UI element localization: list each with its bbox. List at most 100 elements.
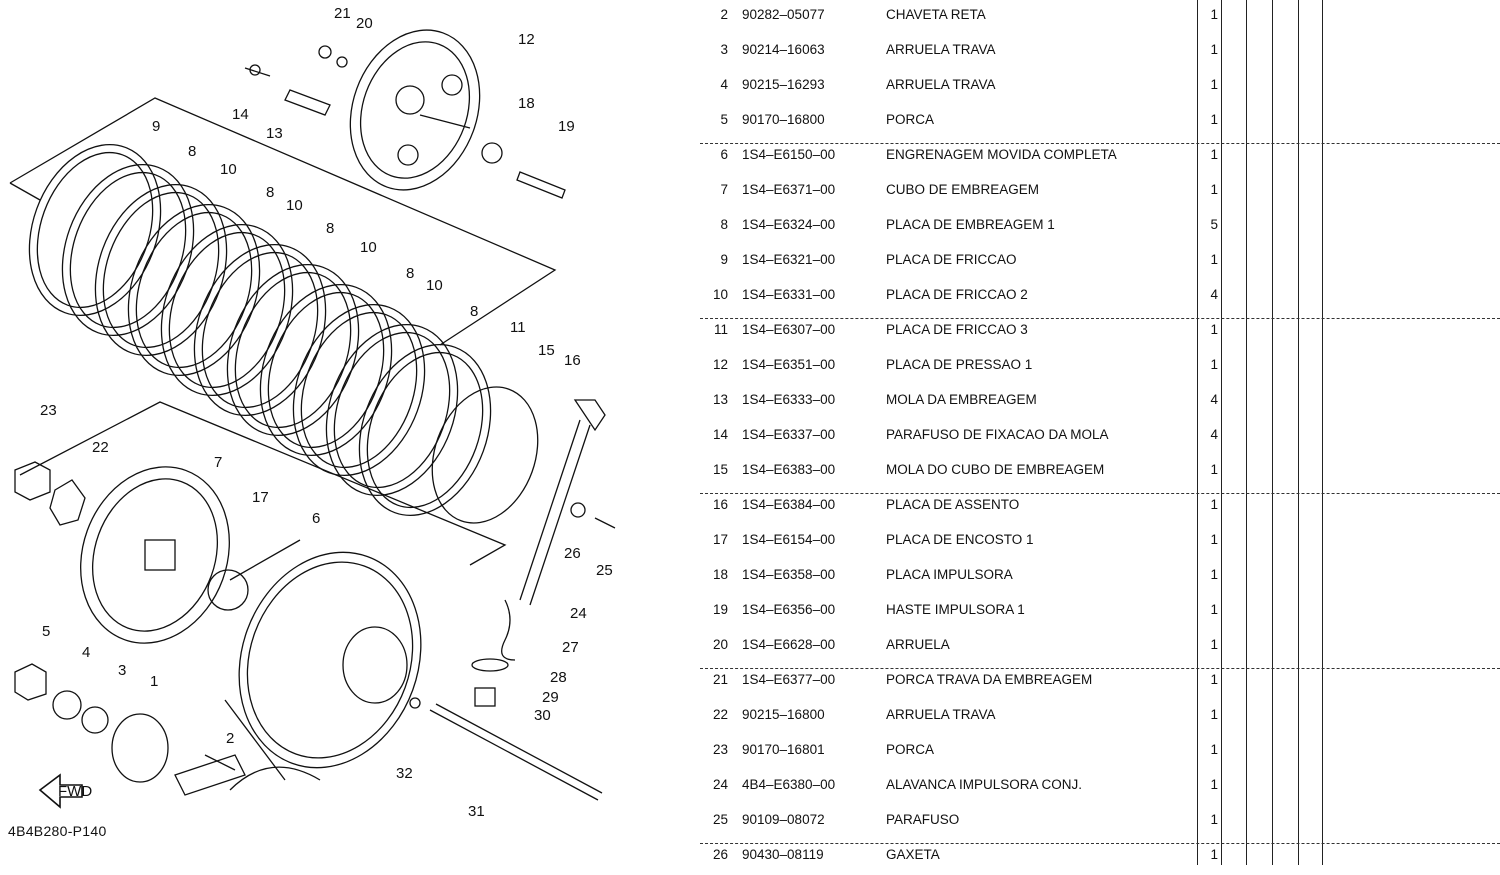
item-number: 2 [720, 7, 728, 22]
item-number: 17 [712, 532, 728, 547]
item-number: 4 [720, 77, 728, 92]
clutch-exploded-view: 2120121413181998108108108108111516232271… [9, 5, 616, 820]
part-quantity: 1 [1210, 742, 1218, 757]
part-quantity: 1 [1210, 777, 1218, 792]
callout-number: 29 [542, 689, 559, 706]
part-description: GAXETA [886, 847, 940, 862]
column-divider [1197, 0, 1198, 865]
part-description: PLACA IMPULSORA [886, 567, 1013, 582]
column-divider [1322, 0, 1323, 865]
part-quantity: 4 [1210, 427, 1218, 442]
part-number: 1S4–E6356–00 [742, 602, 836, 617]
part-quantity: 4 [1210, 392, 1218, 407]
part-quantity: 1 [1210, 462, 1218, 477]
item-number: 22 [712, 707, 728, 722]
callout-number: 16 [564, 352, 581, 369]
clutch-plate [292, 303, 426, 477]
part-description: PLACA DE ENCOSTO 1 [886, 532, 1034, 547]
callout-number: 8 [470, 303, 478, 320]
part-quantity: 1 [1210, 497, 1218, 512]
callout-number: 32 [396, 765, 413, 782]
part-description: PLACA DE ASSENTO [886, 497, 1020, 512]
part-number: 1S4–E6331–00 [742, 287, 836, 302]
clutch-plate [94, 183, 228, 357]
callout-number: 21 [334, 5, 351, 22]
part-quantity: 1 [1210, 707, 1218, 722]
callout-number: 8 [266, 184, 274, 201]
callout-number: 6 [312, 510, 320, 527]
part-description: MOLA DA EMBREAGEM [886, 392, 1037, 407]
part-description: PLACA DE FRICCAO 2 [886, 287, 1028, 302]
part-quantity: 1 [1210, 147, 1218, 162]
part-description: ARRUELA TRAVA [886, 707, 996, 722]
callout-number: 7 [214, 454, 222, 471]
group-separator [700, 668, 1500, 669]
part-number: 1S4–E6628–00 [742, 637, 836, 652]
callout-number: 26 [564, 545, 581, 562]
callout-number: 22 [92, 439, 109, 456]
diagram-code: 4B4B280-P140 [8, 823, 107, 839]
clutch-plate [61, 163, 195, 337]
callout-number: 28 [550, 669, 567, 686]
part-quantity: 1 [1210, 42, 1218, 57]
part-number: 90109–08072 [742, 812, 825, 827]
part-description: PARAFUSO [886, 812, 960, 827]
part-quantity: 1 [1210, 77, 1218, 92]
part-number: 1S4–E6377–00 [742, 672, 836, 687]
callout-number: 8 [188, 143, 196, 160]
part-number: 90282–05077 [742, 7, 825, 22]
item-number: 16 [712, 497, 728, 512]
callout-number: 12 [518, 31, 535, 48]
part-number: 1S4–E6154–00 [742, 532, 836, 547]
part-number: 90215–16293 [742, 77, 825, 92]
part-number: 1S4–E6307–00 [742, 322, 836, 337]
part-quantity: 1 [1210, 532, 1218, 547]
item-number: 15 [712, 462, 728, 477]
callout-number: 27 [562, 639, 579, 656]
part-number: 90170–16801 [742, 742, 825, 757]
part-number: 4B4–E6380–00 [742, 777, 836, 792]
column-divider [1272, 0, 1273, 865]
item-number: 9 [720, 252, 728, 267]
clutch-plate [325, 323, 459, 497]
callout-number: 24 [570, 605, 587, 622]
part-description: PARAFUSO DE FIXACAO DA MOLA [886, 427, 1109, 442]
callout-number: 20 [356, 15, 373, 32]
part-number: 1S4–E6358–00 [742, 567, 836, 582]
callout-number: 15 [538, 342, 555, 359]
item-number: 20 [712, 637, 728, 652]
callout-number: 23 [40, 402, 57, 419]
callout-number: 8 [406, 265, 414, 282]
clutch-plate [226, 263, 360, 437]
part-description: PLACA DE FRICCAO 3 [886, 322, 1028, 337]
item-number: 12 [712, 357, 728, 372]
fwd-label: FWD [58, 783, 92, 800]
group-separator [700, 493, 1500, 494]
part-description: MOLA DO CUBO DE EMBREAGEM [886, 462, 1105, 477]
part-number: 1S4–E6351–00 [742, 357, 836, 372]
clutch-plate [28, 143, 162, 317]
column-divider [1221, 0, 1222, 865]
item-number: 3 [720, 42, 728, 57]
item-number: 13 [712, 392, 728, 407]
callout-number: 17 [252, 489, 269, 506]
item-number: 14 [712, 427, 728, 442]
item-number: 18 [712, 567, 728, 582]
column-divider [1246, 0, 1247, 865]
part-quantity: 4 [1210, 287, 1218, 302]
part-description: CUBO DE EMBREAGEM [886, 182, 1040, 197]
part-description: ENGRENAGEM MOVIDA COMPLETA [886, 147, 1117, 162]
part-description: PLACA DE EMBREAGEM 1 [886, 217, 1055, 232]
callout-number: 2 [226, 730, 234, 747]
